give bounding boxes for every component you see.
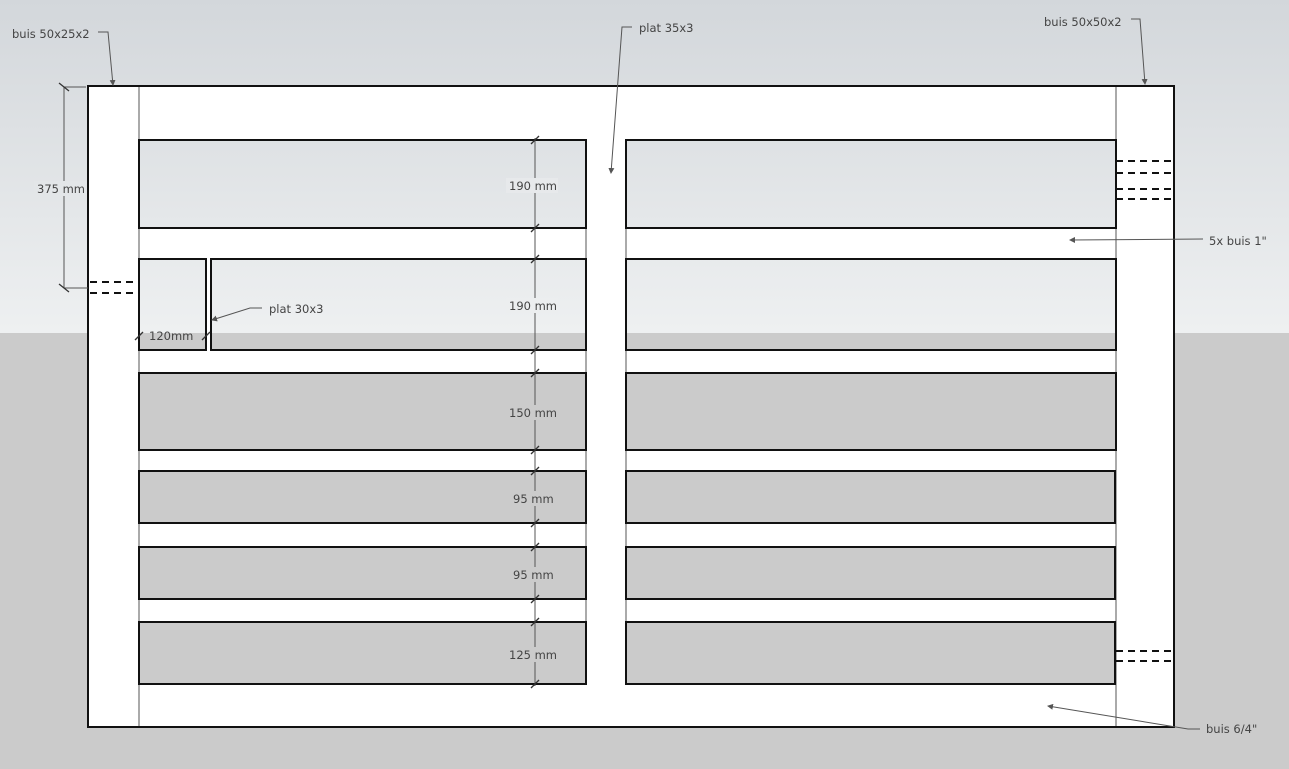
- panel: [625, 621, 1116, 685]
- panel: [625, 546, 1116, 600]
- dimension-label: 190 mm: [509, 299, 557, 313]
- dimension-label: 375 mm: [37, 182, 85, 196]
- panel: [625, 470, 1116, 524]
- leader-small-bar: plat 30x3: [211, 302, 323, 322]
- panel-small: [138, 258, 207, 351]
- leader-center-bar: plat 35x3: [608, 21, 693, 174]
- dimension-label: 190 mm: [509, 179, 557, 193]
- panel: [625, 139, 1117, 229]
- dimension-120: 120mm: [134, 329, 211, 343]
- leader-left-post: buis 50x25x2: [12, 27, 116, 86]
- row-dimensions: 190 mm 190 mm 150 mm 95 mm 95 mm 125 mm: [506, 135, 558, 689]
- dimension-label: 150 mm: [509, 406, 557, 420]
- dimension-label: 95 mm: [513, 492, 554, 506]
- hidden-tubes: [90, 160, 1174, 662]
- dimension-label: 95 mm: [513, 568, 554, 582]
- dimension-label: 125 mm: [509, 648, 557, 662]
- callout-label: buis 50x50x2: [1044, 15, 1122, 29]
- leader-rails: 5x buis 1": [1069, 234, 1267, 248]
- leader-right-post: buis 50x50x2: [1044, 15, 1148, 85]
- dimension-375: 375 mm: [34, 82, 88, 293]
- callout-label: buis 6/4": [1206, 722, 1257, 736]
- callout-label: plat 30x3: [269, 302, 323, 316]
- callout-label: buis 50x25x2: [12, 27, 90, 41]
- callout-label: plat 35x3: [639, 21, 693, 35]
- dimension-label: 120mm: [149, 329, 193, 343]
- leader-bottom-rail: buis 6/4": [1047, 703, 1257, 736]
- panel: [625, 372, 1117, 451]
- callout-label: 5x buis 1": [1209, 234, 1267, 248]
- panel: [625, 258, 1117, 351]
- right-panels: [625, 139, 1117, 685]
